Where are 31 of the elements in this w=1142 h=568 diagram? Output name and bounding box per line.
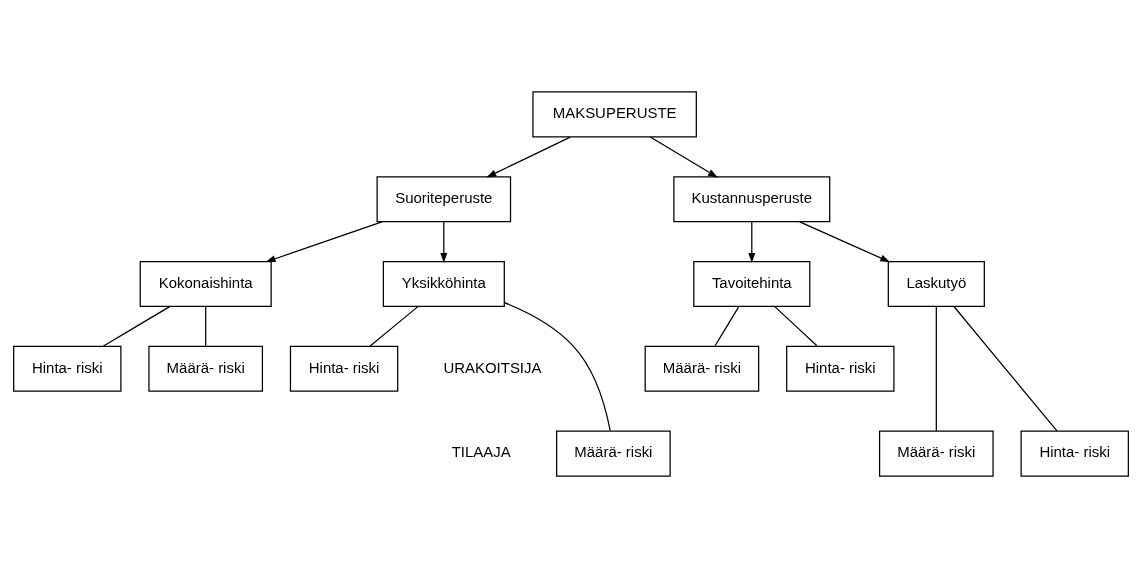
node-box: Määrä- riski <box>878 430 994 477</box>
connector <box>503 302 611 432</box>
connector <box>953 306 1058 432</box>
node-box: MAKSUPERUSTE <box>532 91 697 138</box>
node-box: Suoriteperuste <box>376 176 512 223</box>
connector <box>714 306 740 347</box>
arrow <box>649 136 718 178</box>
node-box: Hinta- riski <box>13 345 122 392</box>
arrow <box>486 136 571 178</box>
connector <box>205 306 207 347</box>
node-box: Määrä- riski <box>556 430 671 477</box>
node-box: Hinta- riski <box>1020 430 1129 477</box>
node-box: Kokonaishinta <box>139 260 272 308</box>
node-box: Määrä- riski <box>644 345 760 392</box>
arrow <box>440 221 448 263</box>
arrow <box>748 221 756 263</box>
arrow <box>799 221 891 263</box>
node-box: Hinta- riski <box>289 345 399 392</box>
connector <box>369 306 419 347</box>
label: URAKOITSIJA <box>443 358 542 376</box>
node-box: Yksikköhinta <box>382 260 505 308</box>
node-box: Kustannusperuste <box>673 176 831 223</box>
connector <box>102 306 171 347</box>
node-box: Tavoitehinta <box>693 260 811 308</box>
connector <box>774 306 818 347</box>
node-box: Määrä- riski <box>148 345 264 392</box>
connector <box>935 306 937 432</box>
node-box: Laskutyö <box>887 260 985 308</box>
label: TILAAJA <box>451 443 511 461</box>
arrow <box>265 221 383 263</box>
node-box: Hinta- riski <box>786 345 895 392</box>
